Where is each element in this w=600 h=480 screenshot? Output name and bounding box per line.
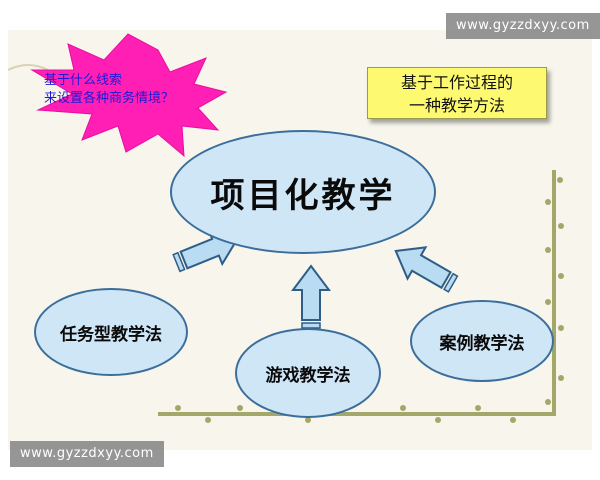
starburst-line-2: 来设置各种商务情境？ [44,91,175,106]
arrow-middle-to-center [291,264,331,329]
method-node-task: 任务型教学法 [34,288,188,376]
vine-decoration-bottom [158,405,556,423]
definition-callout-box: 基于工作过程的 一种教学方法 [367,67,547,119]
method-node-case: 案例教学法 [410,300,554,382]
arrow-right-to-center [394,246,459,293]
callout-line-2: 一种教学方法 [408,96,505,115]
starburst-callout-text: 基于什么线索 来设置各种商务情境？ [44,72,224,108]
starburst-shape [30,33,228,158]
watermark-top: www.gyzzdxyy.com [446,13,600,39]
method-node-label: 游戏教学法 [265,365,351,386]
vine-decoration-right [545,170,564,415]
center-node: 项目化教学 [170,130,436,254]
decorative-background [8,33,564,423]
method-node-label: 任务型教学法 [60,324,162,345]
callout-line-1: 基于工作过程的 [400,73,513,92]
method-node-label: 案例教学法 [439,333,525,354]
method-node-game: 游戏教学法 [235,328,381,418]
center-node-label: 项目化教学 [210,175,396,216]
starburst-line-1: 基于什么线索 [44,73,123,88]
watermark-bottom: www.gyzzdxyy.com [10,441,164,467]
